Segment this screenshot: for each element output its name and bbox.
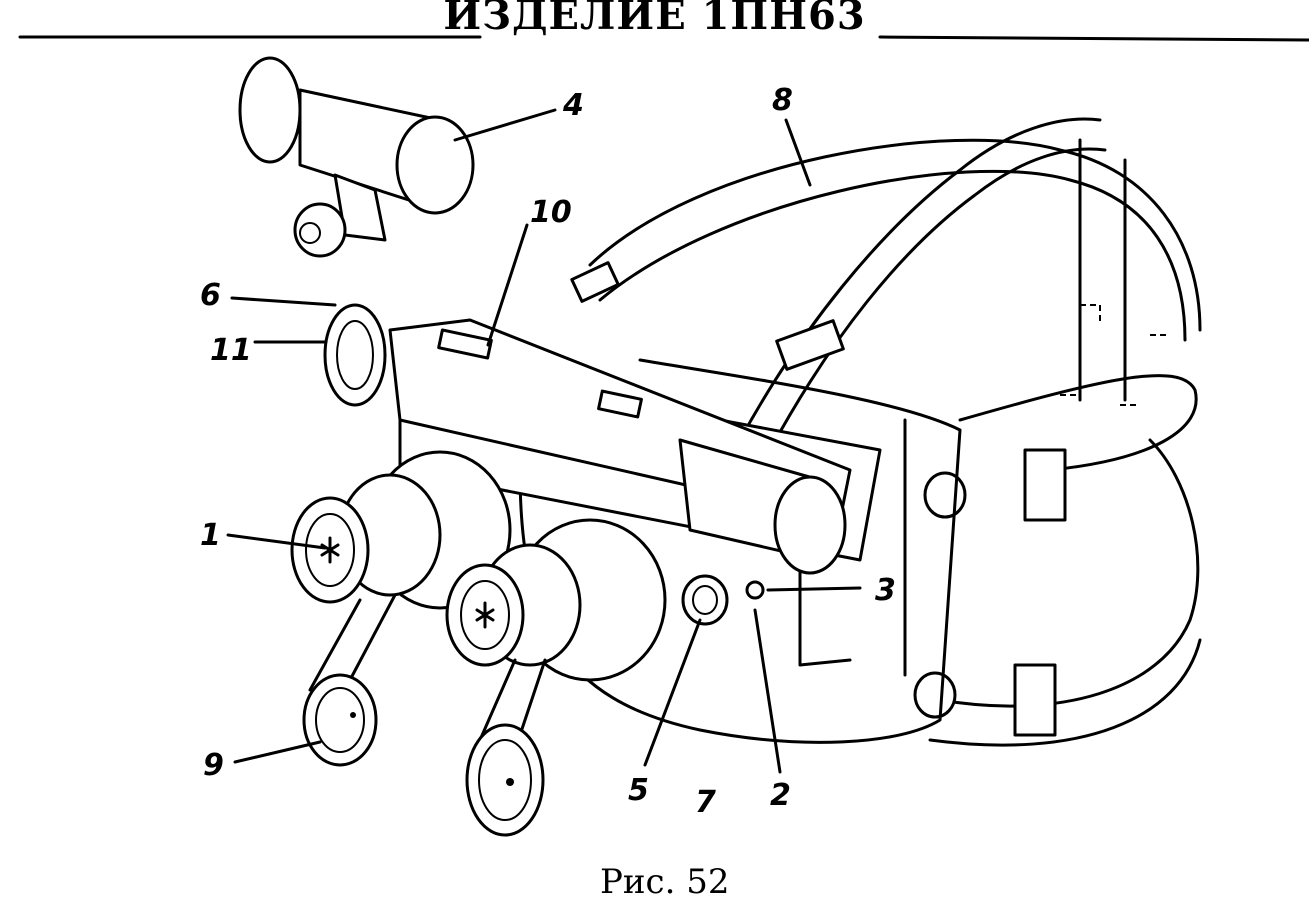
- label-7: 7: [695, 785, 716, 820]
- label-3: 3: [875, 573, 896, 608]
- right-eyepiece: [445, 518, 667, 682]
- label-2: 2: [770, 778, 791, 813]
- eyepiece-covers: [302, 593, 547, 837]
- label-10: 10: [530, 195, 572, 230]
- header-rules: [18, 35, 1309, 42]
- label-6: 6: [200, 278, 221, 313]
- adjustment-knob: [681, 574, 765, 626]
- label-9: 9: [203, 748, 224, 783]
- ir-illuminator: [238, 56, 475, 258]
- label-1: 1: [200, 518, 221, 553]
- callout-labels: 1 2 3 4 5 6 7 8 9 10 11: [200, 83, 896, 820]
- page-title: ИЗДЕЛИЕ 1ПН63: [443, 0, 866, 39]
- figure-caption: Рис. 52: [600, 862, 730, 902]
- goggle-housing: [323, 303, 882, 575]
- head-harness: [570, 117, 1202, 747]
- left-eyepiece: [290, 450, 512, 610]
- label-5: 5: [628, 773, 649, 808]
- leader-lines: [226, 108, 862, 774]
- label-4: 4: [562, 88, 584, 123]
- label-8: 8: [772, 83, 793, 118]
- label-11: 11: [210, 333, 252, 368]
